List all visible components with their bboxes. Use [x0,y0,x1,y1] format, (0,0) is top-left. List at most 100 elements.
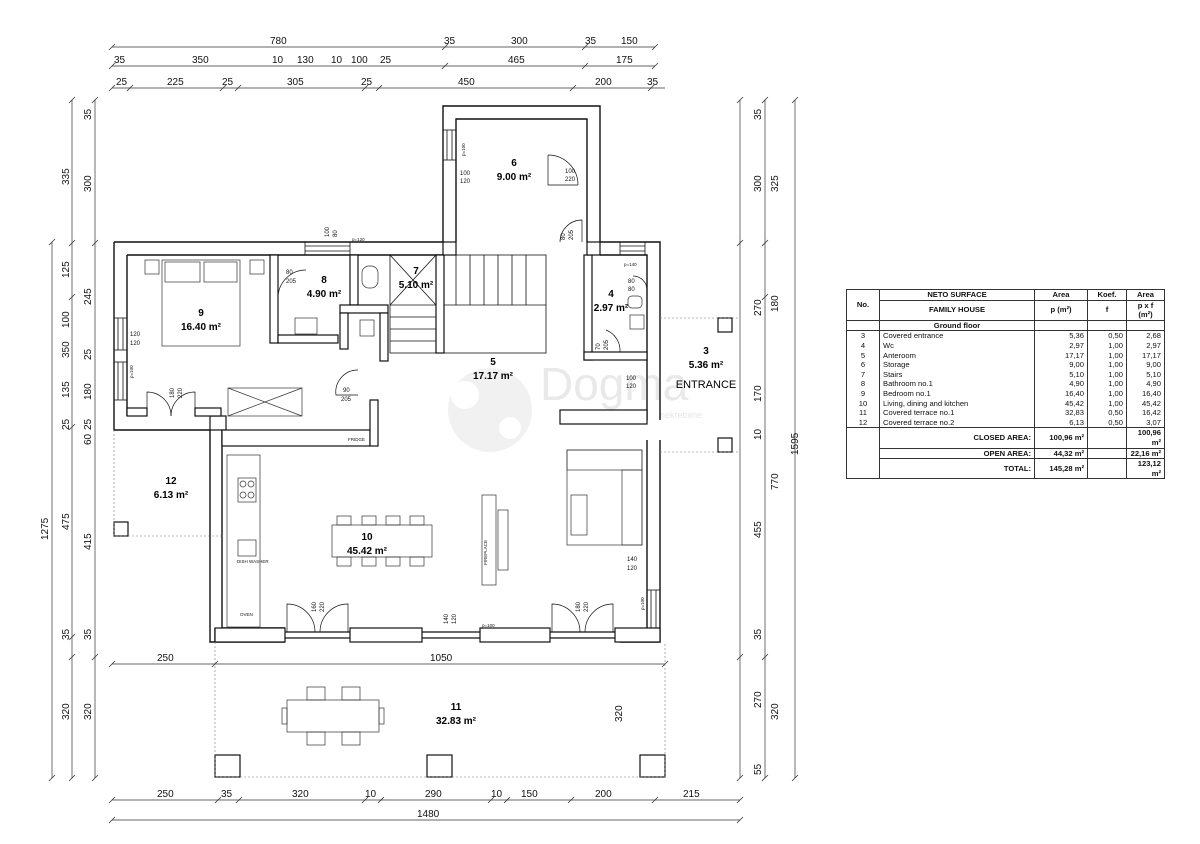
dim-label: 25 [361,77,373,88]
room-area: 6.13 m² [154,490,189,501]
cell-name: Covered entrance [879,330,1035,341]
cell-pf: 2,68 [1126,330,1165,341]
opening-label: 205 [604,339,610,350]
opening-label: 180 [576,601,582,612]
dim-label: 60 [83,433,94,445]
col-area2-header: Area [1126,289,1165,301]
cell-f: 0,50 [1087,417,1127,429]
dim-label: 270 [753,299,764,316]
total-row: TOTAL: 145,28 m² 123,12 m² [846,458,1165,480]
closed-area-p: 100,96 m² [1034,427,1088,449]
room-area: 5.10 m² [399,280,434,291]
dim-label: 300 [753,175,764,192]
cell-name: Covered terrace no.1 [879,408,1035,418]
open-area-row: OPEN AREA: 44,32 m² 22,16 m² [846,447,1165,460]
dim-label: 475 [61,513,72,530]
room-area: 2.97 m² [594,303,629,314]
dim-label: 180 [83,383,94,400]
opening-label: 220 [178,387,184,398]
closed-area-row: CLOSED AREA: 100,96 m² 100,96 m² [846,427,1165,449]
room-area: 16.40 m² [181,322,222,333]
dim-label: 1050 [430,653,453,664]
cell-p: 5,36 [1034,330,1088,341]
cell-f: 0,50 [1087,408,1127,418]
opening-label: 120 [626,384,637,390]
terrace-height-label: 320 [614,705,625,722]
col-koef-unit: f [1087,299,1127,321]
opening-label: 120 [130,332,141,338]
room-number: 3 [703,346,709,357]
room-label-entrance: ENTRANCE [676,379,737,391]
cell-f: 1,00 [1087,388,1127,399]
cell-pf: 4,90 [1126,379,1165,389]
dim-label: 150 [621,36,638,47]
dim-label: 35 [221,789,233,800]
area-table: No. NETO SURFACE Area Koef. Area FAMILY … [846,289,1165,480]
terrace-outlines [113,317,741,778]
room-number: 8 [321,275,327,286]
opening-label: 100 [565,169,576,175]
cell-p: 32,83 [1034,408,1088,418]
cell-pf: 16,40 [1126,388,1165,399]
dim-label: 10 [331,55,343,66]
dim-label: 25 [116,77,128,88]
dim-label: 25 [61,418,72,430]
col-no-header: No. [846,289,880,321]
room-number: 9 [198,308,204,319]
room-number: 7 [413,266,419,277]
col-koef-header: Koef. [1087,289,1127,301]
opening-label: 100 [626,376,637,382]
room-number: 5 [490,357,496,368]
cell-f: 1,00 [1087,379,1127,389]
dim-label: 135 [61,381,72,398]
cell-f: 0,50 [1087,330,1127,341]
cell-pf: 5,10 [1126,369,1165,380]
appliance-labels: FRIDGE DISH WASHER OVEN FIREPLACE [237,437,488,617]
dim-label: 320 [292,789,309,800]
dim-label: 35 [83,108,94,120]
opening-label: 180 [170,387,176,398]
dim-label: 450 [458,77,475,88]
cell-p: 17,17 [1034,350,1088,361]
cell-pf: 2,97 [1126,340,1165,351]
dim-label: 215 [683,789,700,800]
dim-label: 415 [83,533,94,550]
cell-name: Living, dining and kitchen [879,398,1035,409]
cell-p: 2,97 [1034,340,1088,351]
dim-label: 180 [770,295,781,312]
opening-label: 90 [343,388,350,394]
cell-no: 6 [846,360,880,370]
opening-label: 100 [325,226,331,237]
dim-label: 325 [770,175,781,192]
dim-label: 455 [753,521,764,538]
parapet-label: p=100 [640,597,645,610]
dim-label: 170 [753,385,764,402]
dim-label: 150 [521,789,538,800]
dim-label: 175 [616,55,633,66]
dim-label: 25 [222,77,234,88]
cell-f: 1,00 [1087,398,1127,409]
watermark: Dogma nekretnine [448,358,702,452]
dim-label: 770 [770,473,781,490]
interior-walls [126,241,648,447]
opening-label: 80 [561,233,567,240]
col-area-unit: p (m²) [1034,299,1088,321]
dim-label: 35 [61,628,72,640]
dim-label: 250 [157,789,174,800]
dim-label: 200 [595,789,612,800]
room-area: 32.83 m² [436,716,477,727]
opening-label: 120 [130,341,141,347]
dim-label: 320 [61,703,72,720]
dim-label: 305 [287,77,304,88]
cell-p: 5,10 [1034,369,1088,380]
terrace-dimension: 320 [614,705,625,722]
cell-f: 1,00 [1087,340,1127,351]
parapet-label: p=100 [482,623,495,628]
cell-name: Bedroom no.1 [879,388,1035,399]
